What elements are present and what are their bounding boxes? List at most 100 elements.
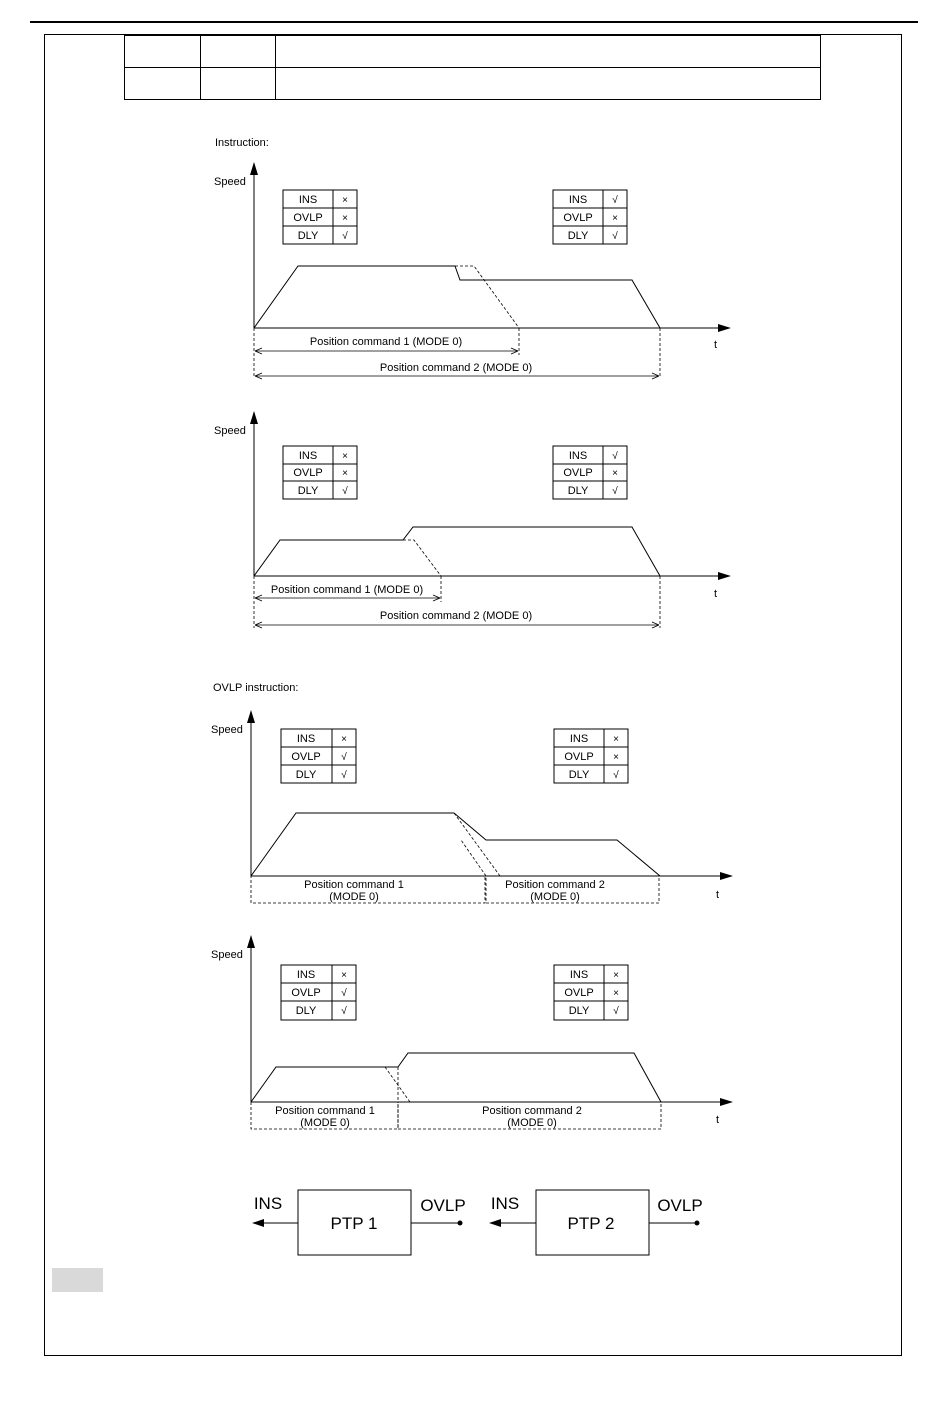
time-axis-label: t <box>714 588 717 600</box>
ovlp-flag: × <box>342 468 348 479</box>
speed-diagram-4: Speed t INS OVLP DLY × √ √ INS OVLP DLY … <box>211 935 733 1130</box>
ins-ovlp-dly-table-right: INS OVLP DLY × × √ <box>553 964 629 1021</box>
section-title-ovlp: OVLP instruction: <box>213 682 299 694</box>
speed-profile-actual <box>250 812 661 877</box>
ins-ovlp-dly-table-left: INS OVLP DLY × × √ <box>282 189 358 245</box>
ins-ovlp-dly-table-left: INS OVLP DLY × √ √ <box>280 728 357 784</box>
ins-label: INS <box>299 450 317 462</box>
header-cell <box>124 67 201 100</box>
ins-flag: √ <box>612 194 618 206</box>
top-rule <box>30 21 918 23</box>
header-cell <box>200 35 276 68</box>
dly-flag: √ <box>342 230 348 242</box>
ovlp-flag: √ <box>341 751 347 763</box>
ins-ovlp-dly-table-right: INS OVLP DLY √ × √ <box>552 189 628 245</box>
speed-diagram-3: Speed t INS OVLP DLY × √ √ INS OVLP DLY … <box>211 710 733 904</box>
ptp2-ovlp-dot <box>694 1220 700 1226</box>
page-tab <box>52 1268 103 1292</box>
ovlp-label: OVLP <box>563 212 592 224</box>
time-axis-label: t <box>716 889 719 901</box>
cmd2-label: Position command 2 (MODE 0) <box>380 362 532 374</box>
time-axis-arrow <box>720 1098 733 1106</box>
header-cell <box>275 67 821 100</box>
cmd1-label: Position command 1 (MODE 0) <box>310 336 462 348</box>
dly-flag: √ <box>341 769 347 781</box>
speed-axis-arrow <box>250 162 258 175</box>
dly-label: DLY <box>298 230 319 242</box>
ptp2-block: PTP 2 <box>535 1189 650 1256</box>
ins-label: INS <box>569 450 587 462</box>
ins-flag: × <box>341 734 347 745</box>
header-cell <box>124 35 201 68</box>
cmd2-span <box>254 621 660 629</box>
ins-ovlp-dly-table-right: INS OVLP DLY × × √ <box>553 728 629 784</box>
speed-profile-actual <box>253 526 661 577</box>
speed-profile-cmd1-decel <box>384 1066 411 1103</box>
ptp1-ovlp-label: OVLP <box>420 1196 465 1215</box>
cmd1-span <box>254 594 441 602</box>
ins-label: INS <box>569 194 587 206</box>
time-axis-arrow <box>720 872 733 880</box>
speed-profile-cmd1-decel <box>403 539 442 577</box>
dly-flag: √ <box>342 485 348 497</box>
dly-label: DLY <box>296 769 317 781</box>
section-title-instruction: Instruction: <box>215 137 269 149</box>
speed-axis-arrow <box>247 935 255 948</box>
cmd2-span <box>254 372 660 380</box>
ins-label: INS <box>570 733 588 745</box>
cmd2-box <box>485 875 660 904</box>
header-table <box>124 35 821 100</box>
ins-label: INS <box>299 194 317 206</box>
ins-flag: × <box>342 195 348 206</box>
ptp2-ins-label: INS <box>491 1194 519 1213</box>
dly-flag: √ <box>612 485 618 497</box>
ptp2-ovlp-label: OVLP <box>657 1196 702 1215</box>
speed-diagram-1: Speed t INS OVLP DLY × × √ INS OVLP DLY … <box>214 162 731 380</box>
ptp1-ovlp-dot <box>457 1220 463 1226</box>
speed-profile-cmd2-accel <box>460 839 487 877</box>
ins-flag: × <box>342 451 348 462</box>
ins-label: INS <box>570 969 588 981</box>
speed-diagram-2: Speed t INS OVLP DLY × × √ INS OVLP DLY … <box>214 411 731 629</box>
speed-profile-actual <box>250 1052 662 1103</box>
ovlp-flag: × <box>612 213 618 224</box>
ptp2-label: PTP 2 <box>568 1214 615 1233</box>
ptp1-ins-label: INS <box>254 1194 282 1213</box>
header-cell <box>275 35 821 68</box>
cmd2-box <box>397 1101 662 1130</box>
ovlp-label: OVLP <box>564 987 593 999</box>
header-row <box>124 35 821 68</box>
time-axis-arrow <box>718 572 731 580</box>
header-row <box>124 67 821 100</box>
ins-ovlp-dly-table-left: INS OVLP DLY × √ √ <box>280 964 357 1021</box>
dly-label: DLY <box>296 1005 317 1017</box>
ovlp-flag: × <box>613 988 619 999</box>
dly-label: DLY <box>568 485 589 497</box>
cmd2-label-line2: (MODE 0) <box>507 1117 557 1129</box>
dly-label: DLY <box>298 485 319 497</box>
cmd2-label-line2: (MODE 0) <box>530 891 580 903</box>
ovlp-label: OVLP <box>291 751 320 763</box>
ptp2-ins-arrow <box>489 1219 501 1227</box>
ovlp-label: OVLP <box>291 987 320 999</box>
cmd1-label-line1: Position command 1 <box>304 879 404 891</box>
ins-flag: × <box>613 970 619 981</box>
cmd1-label-line2: (MODE 0) <box>300 1117 350 1129</box>
cmd1-label-line2: (MODE 0) <box>329 891 379 903</box>
speed-axis-label: Speed <box>211 724 243 736</box>
ins-label: INS <box>297 733 315 745</box>
dly-flag: √ <box>613 1005 619 1017</box>
speed-profile-cmd1-decel <box>455 265 520 329</box>
ovlp-flag: × <box>342 213 348 224</box>
speed-profile-cmd1-decel <box>453 812 501 877</box>
page-frame <box>44 34 902 1356</box>
cmd1-label: Position command 1 (MODE 0) <box>271 584 423 596</box>
speed-profile-actual <box>253 265 661 329</box>
dly-flag: √ <box>341 1005 347 1017</box>
ptp1-ins-arrow <box>252 1219 264 1227</box>
cmd2-label: Position command 2 (MODE 0) <box>380 610 532 622</box>
cmd2-label-line1: Position command 2 <box>482 1105 582 1117</box>
ins-flag: × <box>613 734 619 745</box>
ptp1-block: PTP 1 <box>297 1189 412 1256</box>
header-cell <box>200 67 276 100</box>
